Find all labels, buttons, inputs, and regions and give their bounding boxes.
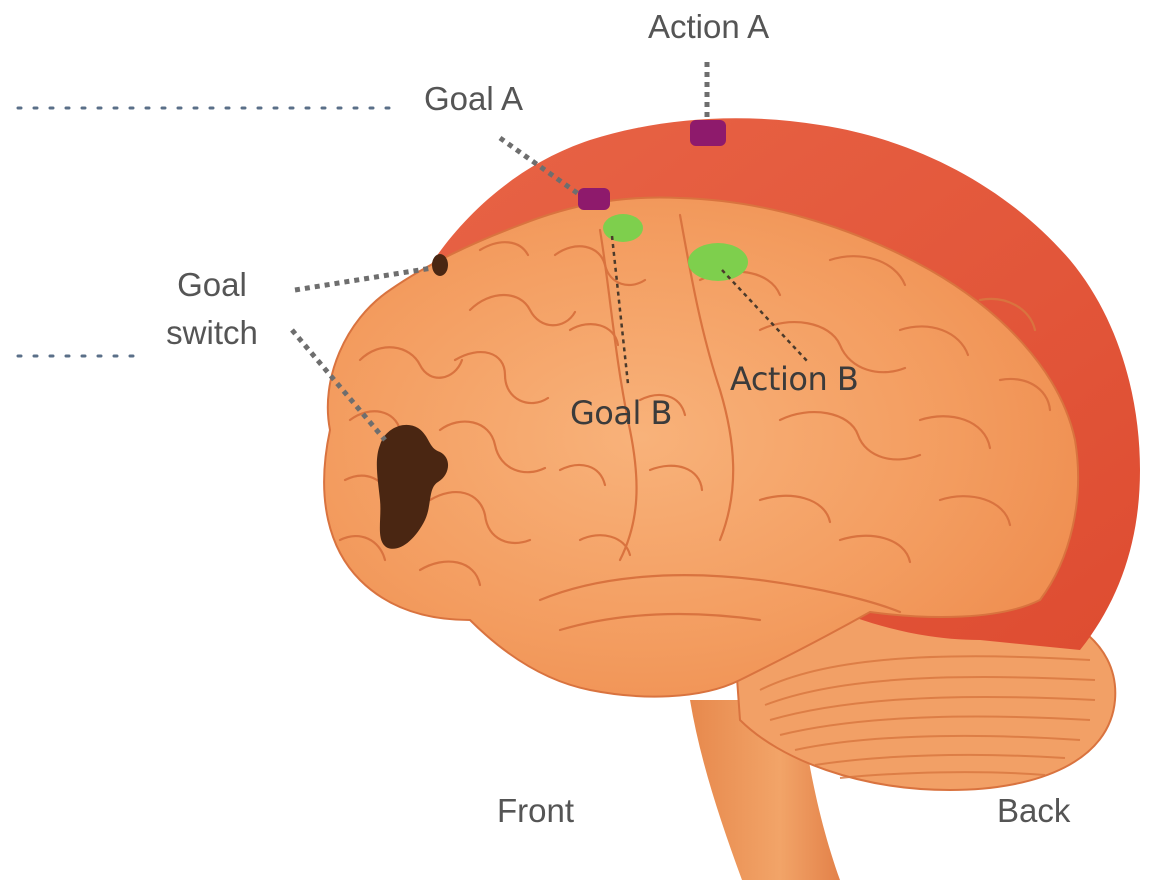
label-action-a: Action A [648, 8, 769, 46]
label-back: Back [997, 792, 1070, 830]
action-b-marker [688, 243, 748, 281]
goal-switch-surface-mark [432, 254, 448, 276]
label-goal-b: Goal B [570, 394, 672, 432]
goal-a-marker [578, 188, 610, 210]
label-action-b: Action B [730, 360, 858, 398]
label-goal-switch-line1: Goal [160, 266, 264, 304]
label-front: Front [497, 792, 574, 830]
label-goal-switch: Goal switch [160, 266, 264, 352]
action-a-marker [690, 120, 726, 146]
label-goal-a: Goal A [424, 80, 523, 118]
label-goal-switch-line2: switch [160, 314, 264, 352]
goal-b-marker [603, 214, 643, 242]
